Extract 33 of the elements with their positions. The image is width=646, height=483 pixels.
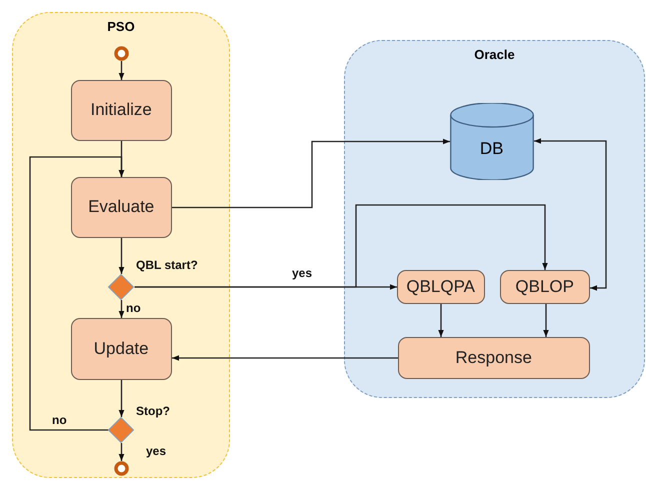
arrow (118, 61, 124, 80)
decision-label: Stop? (136, 404, 170, 418)
terminal-circle (114, 46, 129, 61)
panel-title: PSO (106, 19, 136, 34)
arrow (118, 443, 124, 461)
arrow (134, 204, 548, 288)
process-box: Initialize (70, 80, 172, 141)
arrow (172, 355, 398, 361)
arrow (118, 380, 124, 417)
edge-label: no (126, 301, 141, 315)
process-box: Update (70, 318, 172, 380)
panel-title: Oracle (473, 47, 516, 62)
edge-label: yes (292, 266, 312, 280)
terminal-circle (114, 460, 129, 476)
arrow (118, 300, 124, 318)
edge-label: no (52, 413, 67, 427)
arrow (438, 304, 444, 337)
swimlane-panel (12, 12, 230, 478)
process-box: Response (398, 336, 590, 379)
edge-label: yes (146, 444, 166, 458)
decision-diamond (108, 274, 134, 300)
decision-diamond (108, 416, 134, 443)
arrow (118, 238, 124, 274)
swimlane-panel (344, 40, 645, 398)
arrow (543, 304, 549, 337)
node-label: DB (480, 139, 504, 160)
arrow (534, 138, 607, 291)
process-box: Evaluate (70, 176, 172, 238)
arrow (29, 156, 124, 431)
arrow (172, 138, 450, 208)
process-box: QBLQPA (396, 270, 485, 304)
process-box: QBLOP (500, 270, 590, 304)
decision-label: QBL start? (136, 258, 198, 272)
